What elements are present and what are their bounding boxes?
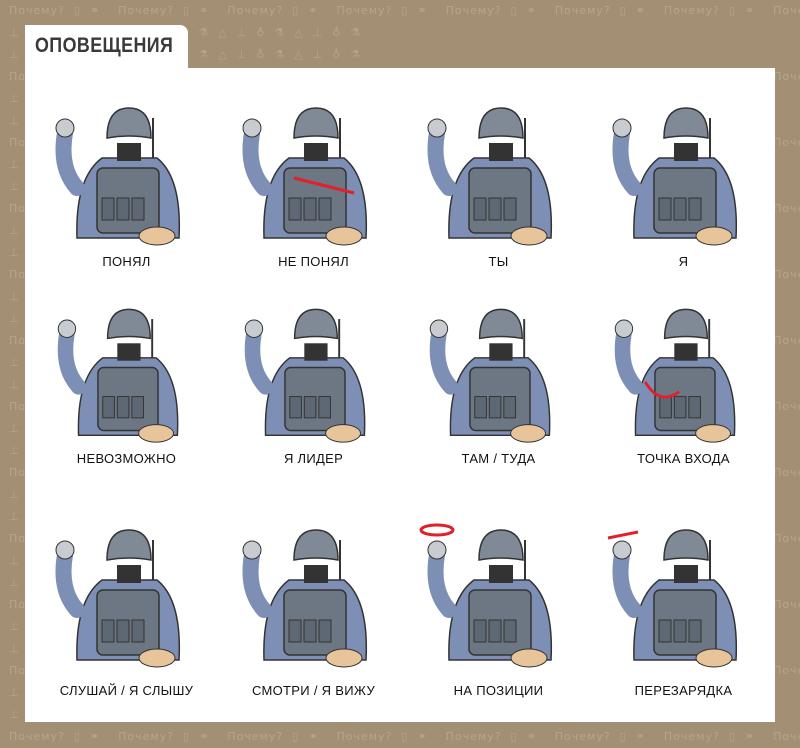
soldier-rifle-illustration [604,88,764,248]
signal-in-position: НА ПОЗИЦИИ [405,505,592,698]
signal-label: НЕВОЗМОЖНО [76,451,177,466]
red-rotate-arrow-icon [419,523,454,537]
red-arrow-icon [293,176,354,195]
soldier-pointing-illustration [419,290,579,445]
signal-label: ТАМ / ТУДА [461,451,536,466]
signal-understood: ПОНЯЛ [33,88,220,269]
signal-label: НА ПОЗИЦИИ [453,683,544,698]
signal-reload: ПЕРЕЗАРЯДКА [590,505,777,698]
soldier-pistol-illustration [234,88,394,248]
signal-label: СЛУШАЙ / Я СЛЫШУ [59,683,194,698]
signal-listen: СЛУШАЙ / Я СЛЫШУ [33,505,220,698]
soldier-raised-finger-illustration [419,505,579,675]
signal-label: Я [678,254,689,269]
soldier-hand-to-ear-illustration [47,505,207,675]
signal-label: НЕ ПОНЯЛ [278,254,349,269]
soldier-raised-hand-illustration [604,505,764,675]
signal-label: ПЕРЕЗАРЯДКА [634,683,733,698]
red-arrow-icon [643,381,680,399]
signal-look: СМОТРИ / Я ВИЖУ [220,505,407,698]
signal-there: ТАМ / ТУДА [405,290,592,466]
soldier-palm-illustration [47,290,207,445]
signal-me: Я [590,88,777,269]
signal-label: Я ЛИДЕР [283,451,344,466]
page-title: ОПОВЕЩЕНИЯ [35,34,174,57]
signal-label: ТЫ [488,254,509,269]
soldier-ok-sign-illustration [47,88,207,248]
signal-not-understood: НЕ ПОНЯЛ [220,88,407,269]
signal-you: ТЫ [405,88,592,269]
signal-label: СМОТРИ / Я ВИЖУ [251,683,376,698]
signal-entry-point: ТОЧКА ВХОДА [590,290,777,466]
header-tab [25,25,188,75]
signal-label: ПОНЯЛ [102,254,151,269]
red-arrow-icon [607,530,638,540]
soldier-hand-to-eyes-illustration [234,505,394,675]
signal-leader: Я ЛИДЕР [220,290,407,466]
soldier-rifle-illustration [234,290,394,445]
soldier-pointing-illustration [419,88,579,248]
signal-label: ТОЧКА ВХОДА [637,451,730,466]
signal-impossible: НЕВОЗМОЖНО [33,290,220,466]
soldier-rifle-illustration [604,290,764,445]
